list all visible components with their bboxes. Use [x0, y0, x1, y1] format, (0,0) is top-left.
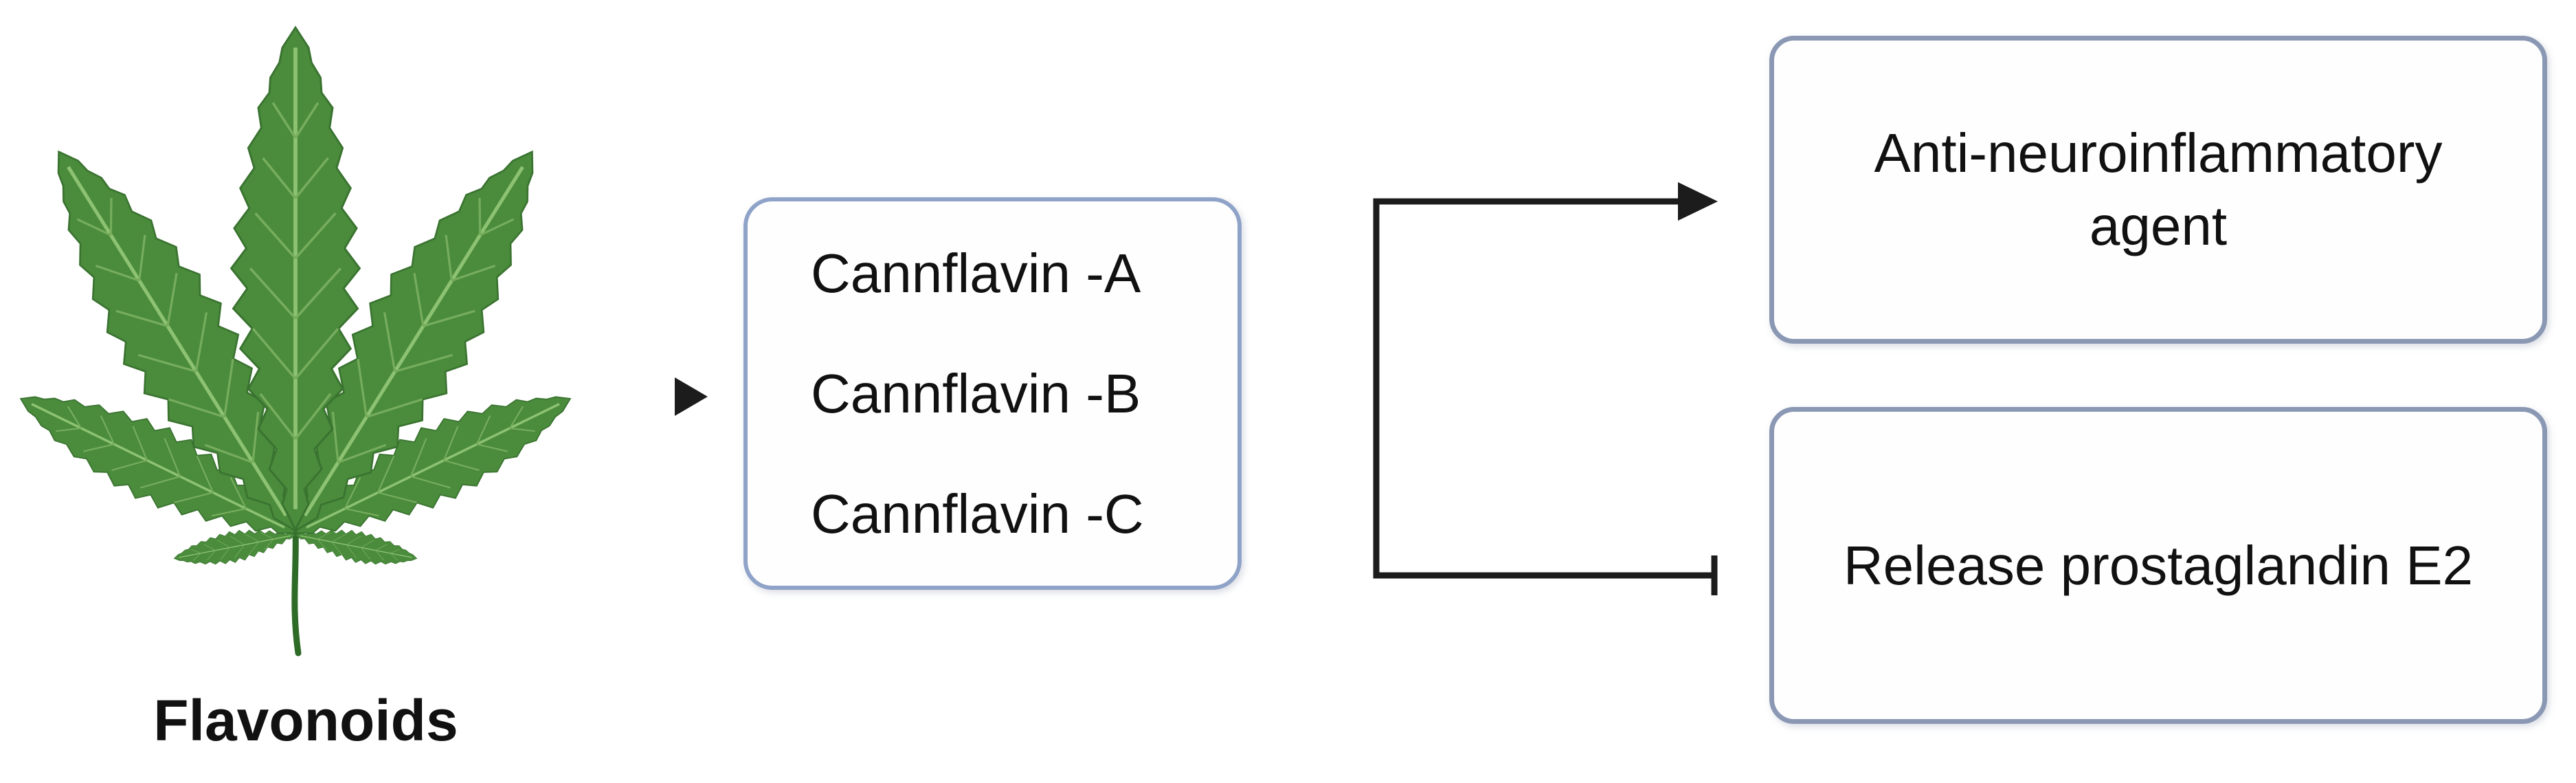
arrow-leaf-to-compounds: [575, 377, 708, 416]
arrowhead-icon: [1678, 182, 1718, 221]
outcome-activation-line2: agent: [2089, 195, 2228, 256]
outcome-activation-line1: Anti-neuroinflammatory: [1874, 122, 2443, 184]
outcome-inhibition-label: Release prostaglandin E2: [1843, 534, 2474, 596]
compounds-box: Cannflavin -A Cannflavin -B Cannflavin -…: [743, 197, 1242, 590]
inhibitor-to-prostaglandin: [1373, 555, 1718, 595]
outcome-box-activation: Anti-neuroinflammatory agent: [1769, 36, 2547, 344]
arrowhead-icon: [675, 377, 708, 416]
compound-item: Cannflavin -B: [811, 363, 1141, 424]
compound-item: Cannflavin -C: [811, 483, 1144, 544]
compound-item: Cannflavin -A: [811, 243, 1141, 304]
arrow-to-activation: [1373, 182, 1718, 221]
outcome-box-inhibition: Release prostaglandin E2: [1769, 407, 2547, 724]
source-label: Flavonoids: [153, 688, 458, 753]
